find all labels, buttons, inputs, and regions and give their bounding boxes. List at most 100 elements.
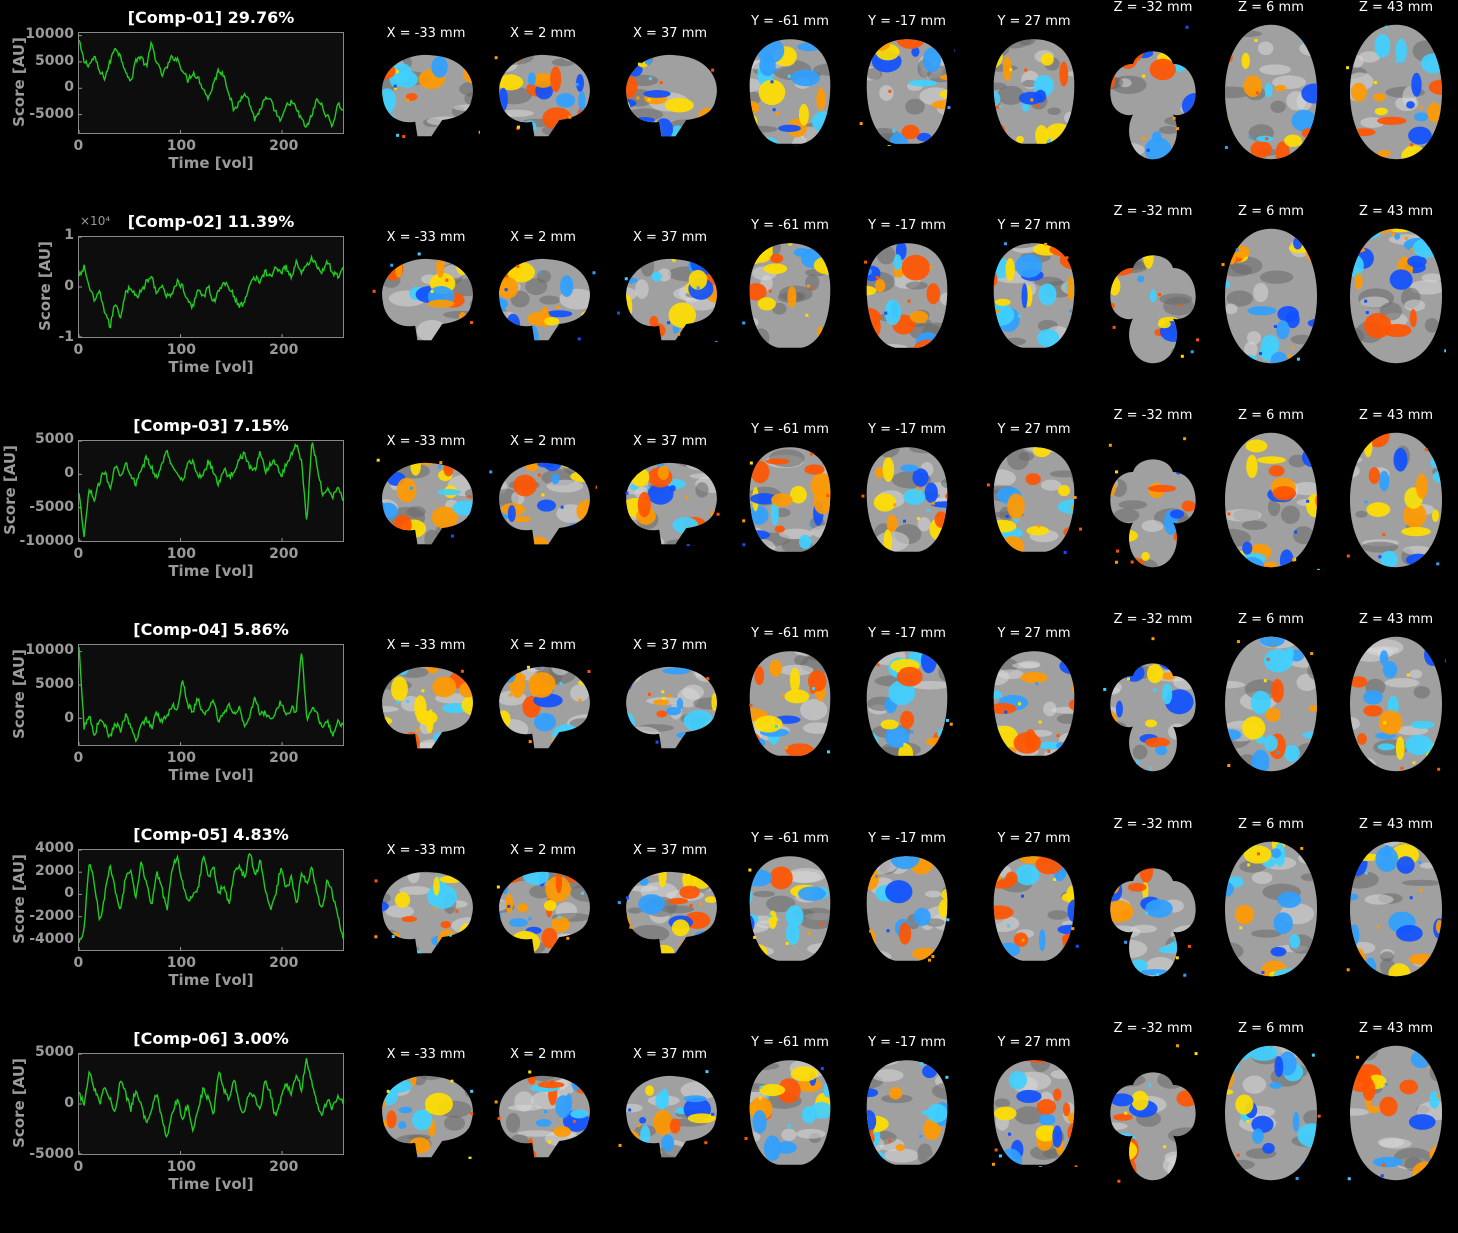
brain-slice-y-3-row-6 [986, 1057, 1082, 1167]
exponent-label: ×10⁴ [80, 214, 110, 228]
brain-slice-z-3-row-4 [1346, 634, 1446, 774]
slice-label-y: Y = -17 mm [852, 218, 962, 233]
slice-label-x: X = 37 mm [615, 230, 725, 245]
x-tick-label: 100 [167, 546, 196, 562]
y-tick-label: 10000 [25, 642, 74, 658]
slice-label-x: X = 2 mm [488, 843, 598, 858]
y-tick-label: 0 [64, 885, 74, 901]
series-line [79, 40, 343, 127]
x-axis-label: Time [vol] [78, 154, 344, 172]
brain-slice-x-2-row-4 [489, 660, 597, 750]
slice-label-y: Y = -17 mm [852, 422, 962, 437]
x-axis-label: Time [vol] [78, 358, 344, 376]
brain-slice-z-3-row-3 [1346, 430, 1446, 570]
y-tick-label: -10000 [19, 533, 74, 549]
brain-slice-y-2-row-2 [859, 240, 955, 350]
brain-slice-z-2-row-5 [1221, 839, 1321, 979]
brain-slice-y-1-row-5 [742, 853, 838, 963]
brain-slice-y-1-row-4 [742, 648, 838, 758]
brain-slice-x-1-row-2 [372, 252, 480, 342]
brain-slice-y-1-row-6 [742, 1057, 838, 1167]
y-axis-label: Score [AU] [10, 32, 28, 132]
brain-slice-y-1-row-2 [742, 240, 838, 350]
brain-slice-y-2-row-5 [859, 853, 955, 963]
slice-label-z: Z = 6 mm [1216, 204, 1326, 219]
brain-slice-z-3-row-1 [1346, 22, 1446, 162]
x-tick-label: 100 [167, 342, 196, 358]
series-line [79, 647, 343, 741]
brain-slice-z-2-row-4 [1221, 634, 1321, 774]
slice-label-z: Z = -32 mm [1098, 612, 1208, 627]
slice-label-x: X = -33 mm [371, 843, 481, 858]
timecourse-plot [78, 32, 344, 134]
y-tick-label: -5000 [29, 1146, 74, 1162]
brain-slice-x-3-row-5 [616, 865, 724, 955]
slice-label-y: Y = -61 mm [735, 831, 845, 846]
timecourse-plot [78, 1053, 344, 1155]
slice-label-y: Y = 27 mm [979, 422, 1089, 437]
slice-label-z: Z = 6 mm [1216, 408, 1326, 423]
brain-slice-z-2-row-1 [1221, 22, 1321, 162]
brain-slice-x-3-row-1 [616, 48, 724, 138]
timecourse-plot [78, 440, 344, 542]
x-tick-label: 200 [269, 955, 298, 971]
timecourse-plot [78, 849, 344, 951]
x-tick-label: 100 [167, 955, 196, 971]
y-axis-label: Score [AU] [10, 1053, 28, 1153]
y-axis-label: Score [AU] [10, 644, 28, 744]
brain-slice-z-1-row-1 [1103, 22, 1203, 162]
brain-slice-y-3-row-1 [986, 36, 1082, 146]
y-tick-label: 0 [64, 79, 74, 95]
brain-slice-y-1-row-3 [742, 444, 838, 554]
x-tick-label: 0 [74, 1159, 84, 1175]
brain-slice-x-1-row-5 [372, 865, 480, 955]
brain-slice-z-1-row-4 [1103, 634, 1203, 774]
slice-label-x: X = -33 mm [371, 434, 481, 449]
y-tick-label: 0 [64, 1095, 74, 1111]
x-axis-label: Time [vol] [78, 971, 344, 989]
slice-label-x: X = 37 mm [615, 434, 725, 449]
slice-label-z: Z = 43 mm [1341, 204, 1451, 219]
slice-label-y: Y = -61 mm [735, 1035, 845, 1050]
slice-label-y: Y = 27 mm [979, 831, 1089, 846]
brain-slice-y-2-row-6 [859, 1057, 955, 1167]
slice-label-y: Y = -17 mm [852, 831, 962, 846]
x-tick-label: 100 [167, 1159, 196, 1175]
brain-slice-x-1-row-4 [372, 660, 480, 750]
plot-title: [Comp-01] 29.76% [78, 8, 344, 27]
x-axis-label: Time [vol] [78, 562, 344, 580]
brain-slice-z-3-row-5 [1346, 839, 1446, 979]
slice-label-x: X = 2 mm [488, 638, 598, 653]
y-tick-label: 0 [64, 710, 74, 726]
timecourse-plot [78, 644, 344, 746]
series-line [79, 1058, 343, 1137]
y-tick-label: 0 [64, 278, 74, 294]
slice-label-x: X = -33 mm [371, 230, 481, 245]
slice-label-y: Y = -17 mm [852, 626, 962, 641]
brain-slice-z-1-row-2 [1103, 226, 1203, 366]
plot-title: [Comp-06] 3.00% [78, 1029, 344, 1048]
slice-label-z: Z = 43 mm [1341, 817, 1451, 832]
slice-label-z: Z = 43 mm [1341, 0, 1451, 15]
x-tick-label: 200 [269, 546, 298, 562]
slice-label-y: Y = -61 mm [735, 422, 845, 437]
y-tick-label: 10000 [25, 26, 74, 42]
x-tick-label: 0 [74, 138, 84, 154]
slice-label-y: Y = -61 mm [735, 626, 845, 641]
y-tick-label: -5000 [29, 499, 74, 515]
brain-slice-z-3-row-2 [1346, 226, 1446, 366]
slice-label-y: Y = 27 mm [979, 218, 1089, 233]
brain-slice-x-1-row-3 [372, 456, 480, 546]
brain-slice-x-2-row-1 [489, 48, 597, 138]
brain-slice-z-1-row-3 [1103, 430, 1203, 570]
brain-slice-y-3-row-5 [986, 853, 1082, 963]
x-tick-label: 0 [74, 955, 84, 971]
brain-slice-x-3-row-3 [616, 456, 724, 546]
brain-slice-z-1-row-6 [1103, 1043, 1203, 1183]
x-tick-label: 0 [74, 750, 84, 766]
slice-label-y: Y = -61 mm [735, 218, 845, 233]
